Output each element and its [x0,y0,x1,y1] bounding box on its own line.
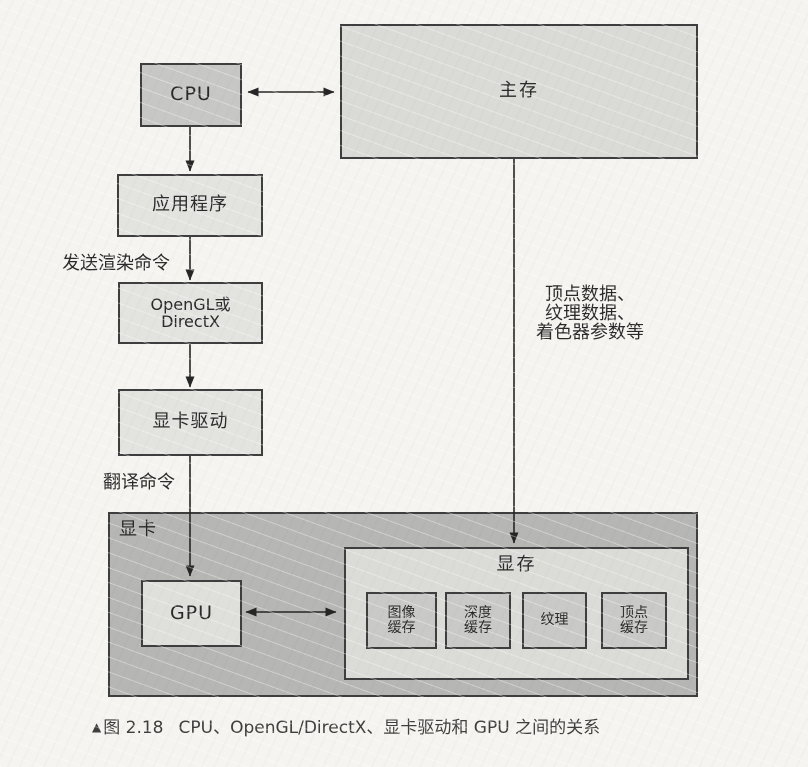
gpu-node: GPU [141,580,242,647]
texture-buffer-line1: 纹理 [540,612,569,628]
depth-buffer-node: 深度 缓存 [445,592,511,649]
figure-caption: ▲图 2.18 CPU、OpenGL/DirectX、显卡驱动和 GPU 之间的关… [92,713,600,738]
memory-transfer-line2: 纹理数据、 [545,303,635,324]
translate-commands-label: 翻译命令 [103,472,175,493]
application-node: 应用程序 [117,174,263,237]
cpu-node: CPU [140,63,242,127]
memory-transfer-line1: 顶点数据、 [545,284,635,305]
api-label-line2: DirectX [161,312,220,331]
memory-transfer-label: 顶点数据、 纹理数据、 着色器参数等 [520,285,660,342]
vertex-buffer-node: 顶点 缓存 [601,592,667,649]
main-memory-label: 主存 [499,80,539,102]
main-memory-node: 主存 [340,24,698,159]
vram-container: 显存 图像 缓存 深度 缓存 纹理 顶点 缓存 [344,547,689,680]
gpu-label: GPU [169,601,214,624]
api-label-line1: OpenGL或 [150,295,231,314]
caption-triangle-icon: ▲ [92,720,102,734]
driver-node: 显卡驱动 [118,389,263,456]
send-render-commands-label: 发送渲染命令 [62,253,170,274]
image-buffer-node: 图像 缓存 [366,592,437,649]
caption-figure-number: 图 2.18 [103,718,164,738]
graphics-card-label: 显卡 [119,519,157,540]
caption-title: CPU、OpenGL/DirectX、显卡驱动和 GPU 之间的关系 [178,718,601,738]
image-buffer-line2: 缓存 [387,619,416,636]
graphics-api-node: OpenGL或 DirectX [118,282,263,344]
application-label: 应用程序 [152,194,228,216]
texture-buffer-node: 纹理 [522,592,587,649]
memory-transfer-line3: 着色器参数等 [536,322,644,343]
cpu-label: CPU [170,83,212,106]
vram-label: 显存 [496,554,537,575]
image-buffer-line1: 图像 [387,604,416,621]
driver-label: 显卡驱动 [152,411,229,433]
graphics-card-container: 显卡 GPU 显存 图像 缓存 深度 缓存 纹理 顶点 缓存 [108,512,698,697]
vertex-buffer-line1: 顶点 [620,604,648,621]
depth-buffer-line1: 深度 [464,604,492,621]
vertex-buffer-line2: 缓存 [620,619,648,636]
depth-buffer-line2: 缓存 [464,619,492,636]
